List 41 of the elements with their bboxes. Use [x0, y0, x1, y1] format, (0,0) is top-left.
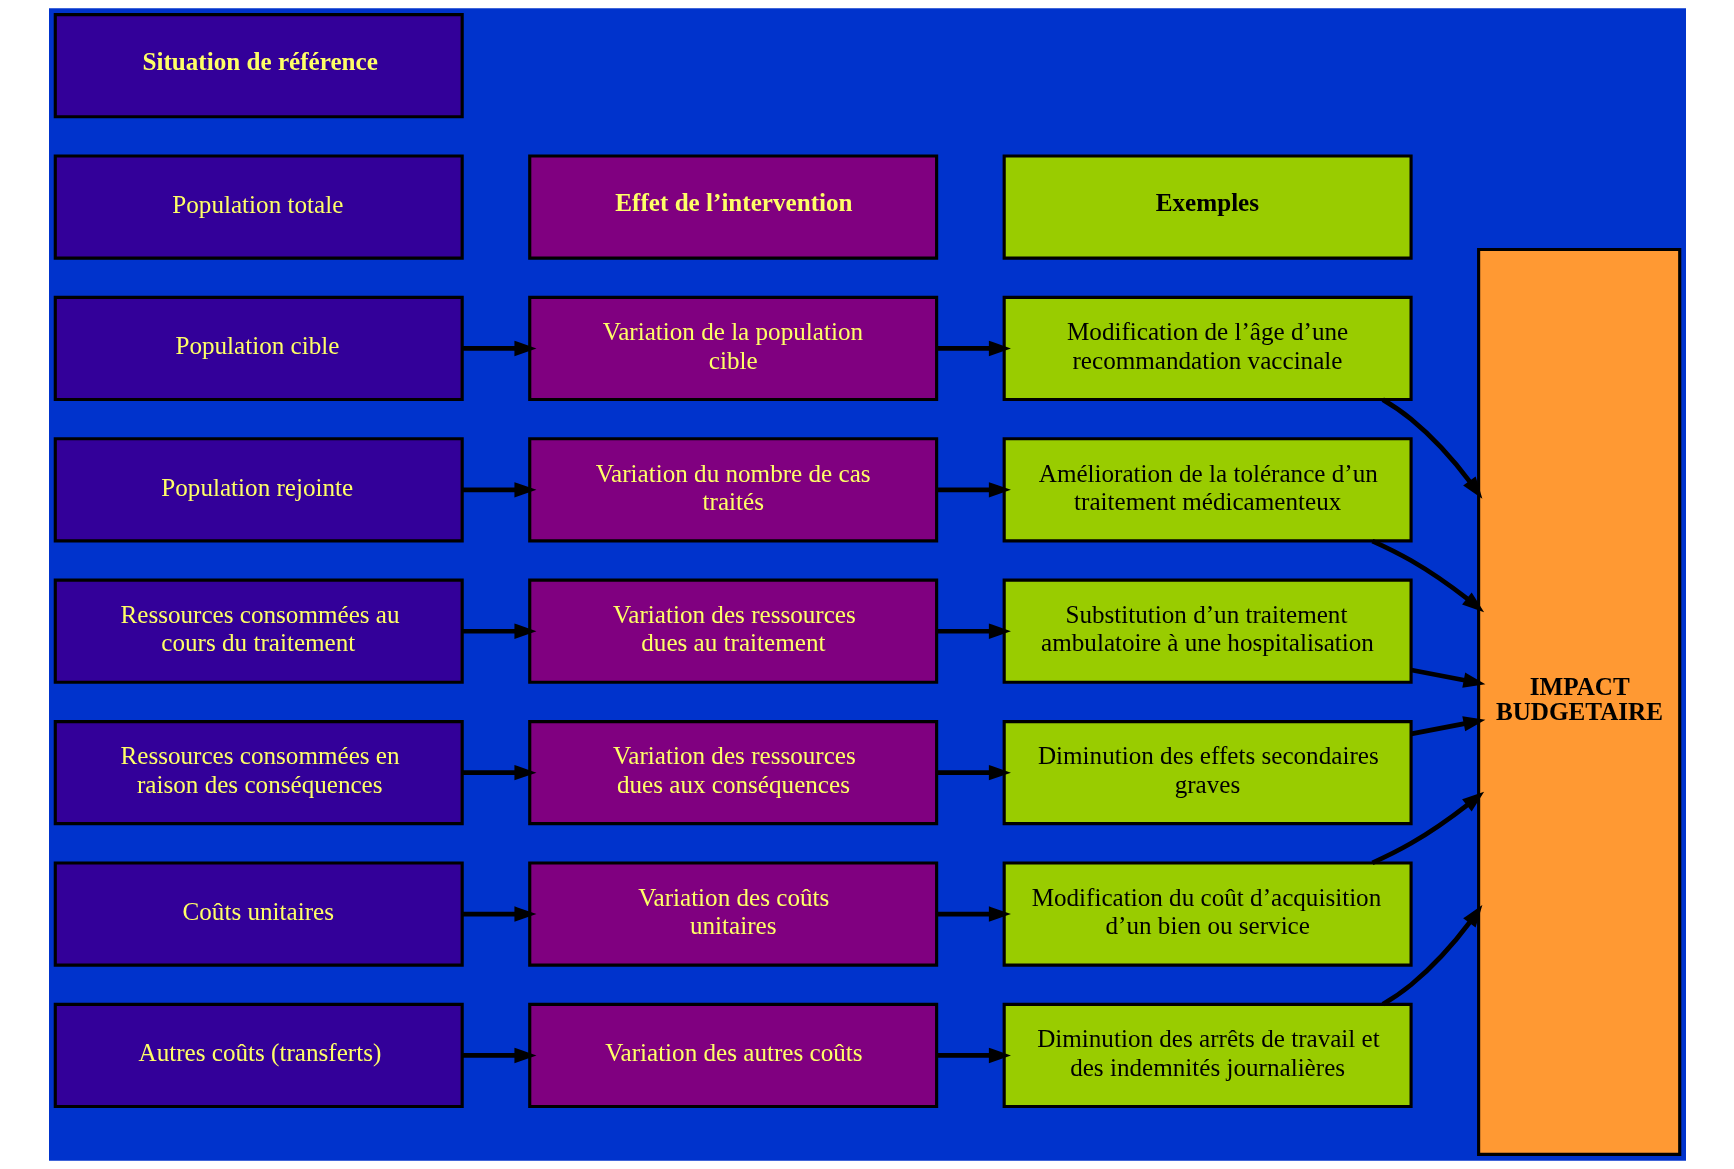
node-box: Variation des ressources dues aux conséquences — [527, 720, 938, 826]
arrow — [936, 482, 1011, 498]
node-box: Diminution des effets secondaires graves — [1002, 720, 1413, 826]
node-box: Amélioration de la tolérance d’un traitement médicamenteux — [1002, 437, 1413, 543]
node-box: Coûts unitaires — [53, 861, 464, 967]
arrow — [461, 623, 536, 639]
arrow — [461, 764, 536, 781]
node-box: Ressources consommées au cours du traitement — [53, 578, 464, 684]
arrow — [936, 906, 1011, 922]
node-box: Autres coûts (transferts) — [53, 1002, 464, 1109]
node-box: Population rejointe — [53, 437, 464, 543]
node-box: Variation de la population cible — [527, 295, 938, 402]
node-box: Modification de l’âge d’une recommandation vaccinale — [1002, 295, 1413, 402]
node-box: Variation du nombre de cas traités — [527, 437, 938, 543]
arrow — [936, 764, 1011, 781]
node-box: Population cible — [53, 295, 464, 402]
node-box: Substitution d’un traitement ambulatoire à une hospitalisation — [1002, 578, 1413, 684]
node-box: IMPACT BUDGETAIRE — [1476, 247, 1681, 1156]
node-box: Population totale — [53, 154, 464, 260]
arrow — [461, 340, 536, 357]
arrow — [461, 906, 536, 922]
arrow — [1381, 905, 1482, 1007]
node-box: Diminution des arrêts de travail et des indemnités journalières — [1002, 1002, 1413, 1109]
node-box: Ressources consommées en raison des conséquences — [53, 720, 464, 826]
arrow — [1370, 538, 1484, 613]
node-box: Variation des ressources dues au traitement — [527, 578, 938, 684]
arrow — [1370, 791, 1484, 865]
node-box: Variation des coûts unitaires — [527, 861, 938, 967]
arrow — [1381, 397, 1482, 499]
arrow — [936, 623, 1011, 639]
arrow — [461, 1047, 536, 1064]
arrow — [936, 340, 1011, 357]
arrow — [1410, 716, 1485, 737]
arrow — [1410, 667, 1485, 688]
node-box: Effet de l’intervention — [527, 154, 938, 260]
arrow — [461, 482, 536, 498]
node-box: Situation de référence — [53, 13, 464, 119]
node-box: Exemples — [1002, 154, 1413, 260]
node-box: Variation des autres coûts — [527, 1002, 938, 1109]
arrow — [936, 1047, 1011, 1064]
node-box: Modification du coût d’acquisition d’un bien ou service — [1002, 861, 1413, 967]
